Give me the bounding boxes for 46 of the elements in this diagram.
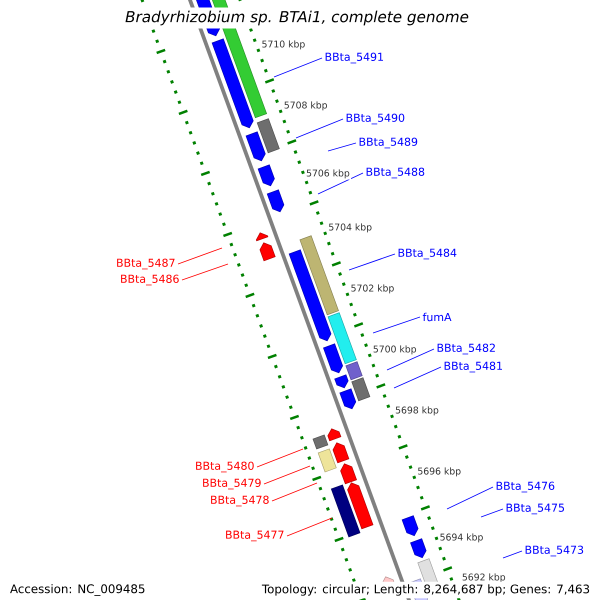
tick-label: 5698 kbp bbox=[394, 405, 440, 417]
tick-label: 5700 kbp bbox=[372, 344, 418, 356]
leader-line bbox=[386, 348, 434, 370]
gene-label: BBta_5476 bbox=[496, 482, 554, 492]
tick-label: 5710 kbp bbox=[260, 39, 307, 51]
leader-line bbox=[372, 316, 420, 334]
gene-label: BBta_5475 bbox=[506, 504, 564, 514]
leader-line bbox=[318, 172, 364, 194]
gene-label: BBta_5481 bbox=[444, 362, 502, 372]
leader-line bbox=[178, 248, 222, 264]
tick-label: 5696 kbp bbox=[416, 466, 462, 478]
leader-line bbox=[264, 466, 310, 484]
gene-label: BBta_5489 bbox=[360, 138, 418, 148]
tick-label: 5708 kbp bbox=[282, 100, 329, 112]
leader-line bbox=[348, 254, 396, 270]
gene-label: BBta_5479 bbox=[203, 478, 261, 490]
tick-label: 5694 kbp bbox=[438, 532, 485, 544]
tick-label: 5704 kbp bbox=[327, 222, 374, 234]
gene-label: BBta_5477 bbox=[226, 530, 284, 542]
leader-line bbox=[286, 518, 332, 536]
genome-info-label: Topology: circular; Length: 8,264,687 bp; Genes: 7,463 bbox=[259, 582, 593, 598]
gene-label: BBta_5473 bbox=[526, 546, 584, 556]
leader-line bbox=[502, 550, 522, 558]
title: Bradyrhizobium sp. BTAi1, complete genome bbox=[122, 7, 472, 28]
gene-label: BBta_5484 bbox=[398, 248, 456, 260]
gene-label: BBta_5488 bbox=[366, 168, 424, 178]
leader-line bbox=[446, 486, 494, 510]
leader-line bbox=[272, 482, 318, 502]
gene-label: BBta_5482 bbox=[438, 344, 495, 354]
gene-label: BBta_5491 bbox=[326, 52, 384, 64]
leader-line bbox=[480, 508, 504, 518]
tick-label: 5702 kbp bbox=[349, 283, 396, 295]
accession-label: Accession: NC_009485 bbox=[7, 582, 148, 598]
tick-label: 5706 kbp bbox=[304, 168, 352, 180]
leader-line bbox=[394, 366, 442, 388]
leader-line bbox=[296, 118, 344, 138]
leader-line bbox=[182, 264, 228, 280]
gene-label: BBta_5486 bbox=[121, 274, 179, 286]
gene-label: BBta_5478 bbox=[211, 496, 269, 506]
gene-label: BBta_5487 bbox=[117, 258, 175, 270]
gene-label: BBta_5480 bbox=[196, 462, 254, 472]
gene-label: BBta_5490 bbox=[346, 114, 404, 124]
gene-label: fumA bbox=[422, 312, 452, 322]
leader-line bbox=[256, 448, 304, 468]
leader-line bbox=[274, 58, 322, 78]
leader-line bbox=[328, 142, 356, 152]
